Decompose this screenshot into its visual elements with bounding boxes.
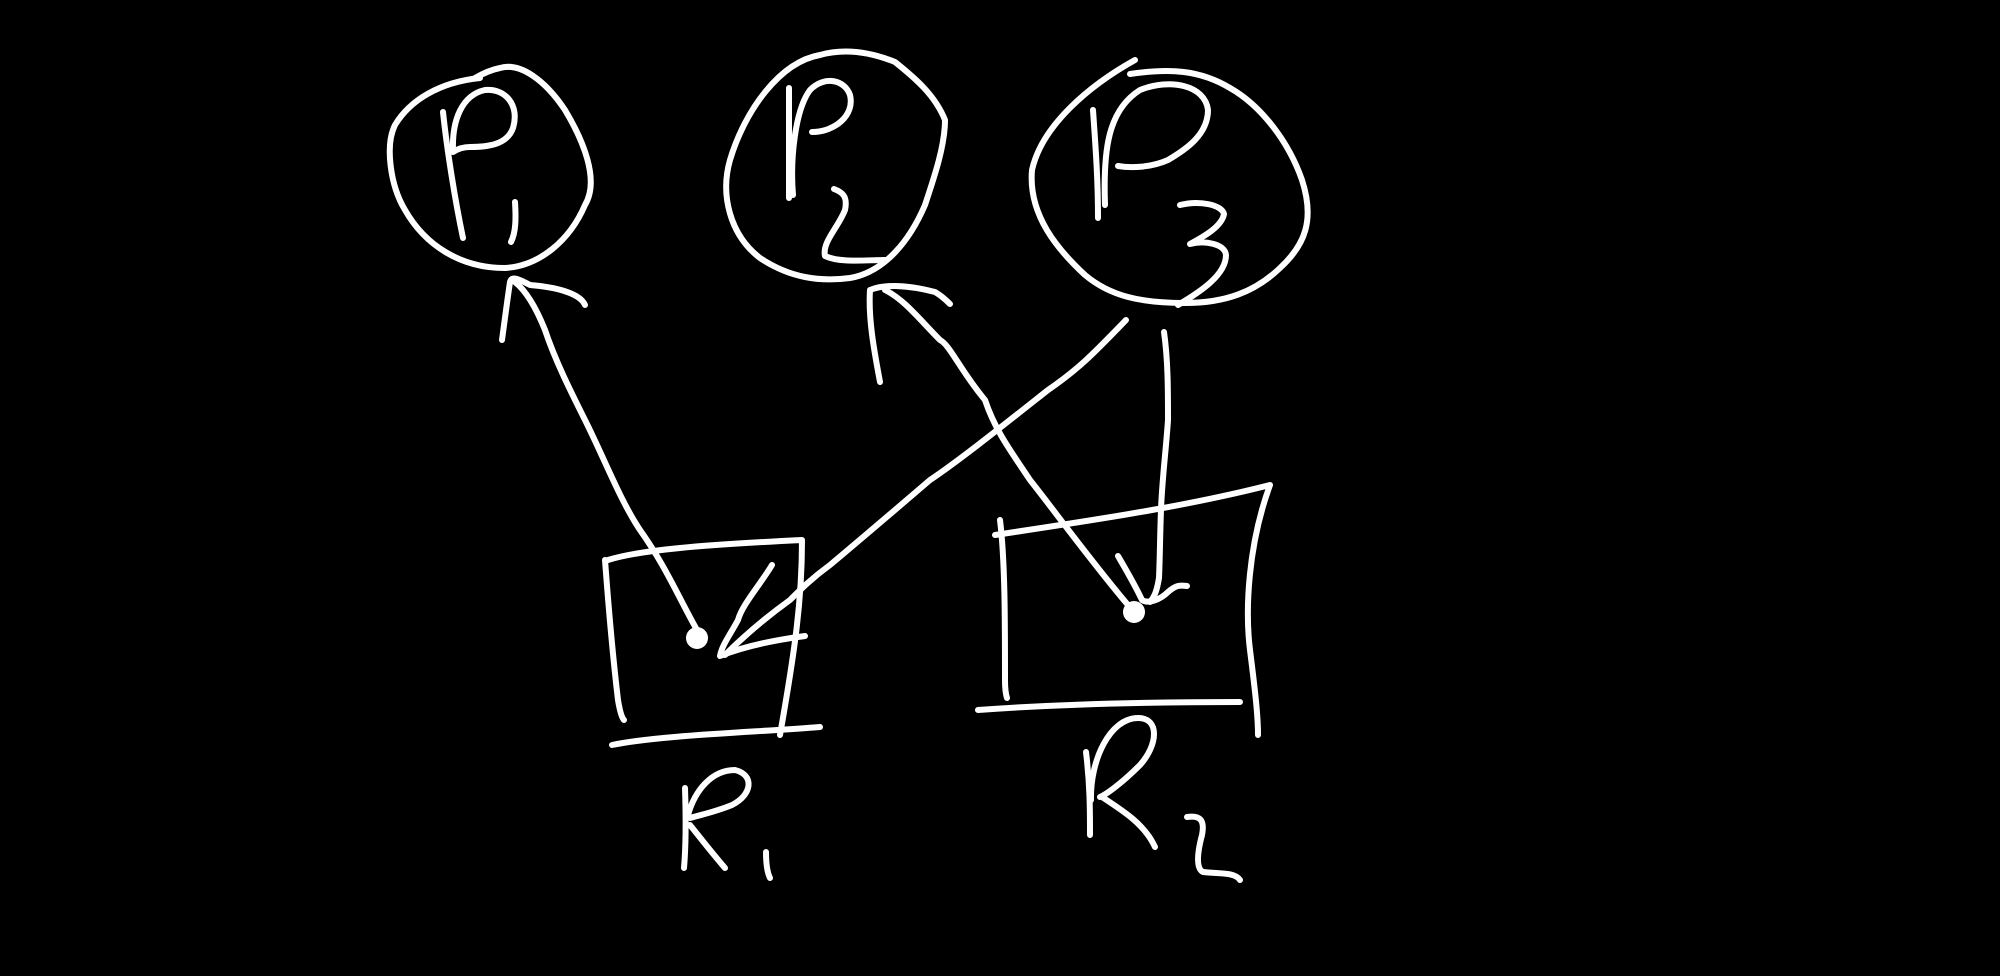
edge-r2-to-p2: [866, 283, 1131, 608]
process-p2-circle: [723, 48, 948, 283]
process-p1: [386, 63, 594, 271]
process-p1-circle: [386, 63, 594, 271]
edge-r1-to-p1: [499, 275, 700, 633]
process-p3: [1028, 57, 1311, 308]
edge-p3-to-r2-arrowhead: [1115, 553, 1190, 605]
edge-p3-to-r1: [717, 317, 1129, 659]
edge-r1-to-p1-arrowhead: [499, 275, 588, 343]
edge-r2-to-p2-arrowhead: [866, 283, 953, 385]
edge-p3-to-r2: [1115, 329, 1190, 605]
process-p2-label: [785, 78, 888, 264]
process-p3-circle: [1028, 57, 1311, 306]
resource-r1: [602, 537, 823, 881]
edge-p3-to-r1-arrowhead: [717, 562, 808, 659]
resource-r2-box: [975, 482, 1273, 738]
process-p2: [723, 48, 948, 283]
resource-r1-label: [681, 767, 773, 881]
resource-r1-instance-dot: [686, 627, 708, 649]
resource-r2: [975, 482, 1273, 883]
process-p3-label: [1090, 81, 1229, 308]
resource-r2-label: [1083, 715, 1243, 883]
resource-r1-box: [602, 537, 823, 748]
process-p1-label: [440, 86, 519, 245]
